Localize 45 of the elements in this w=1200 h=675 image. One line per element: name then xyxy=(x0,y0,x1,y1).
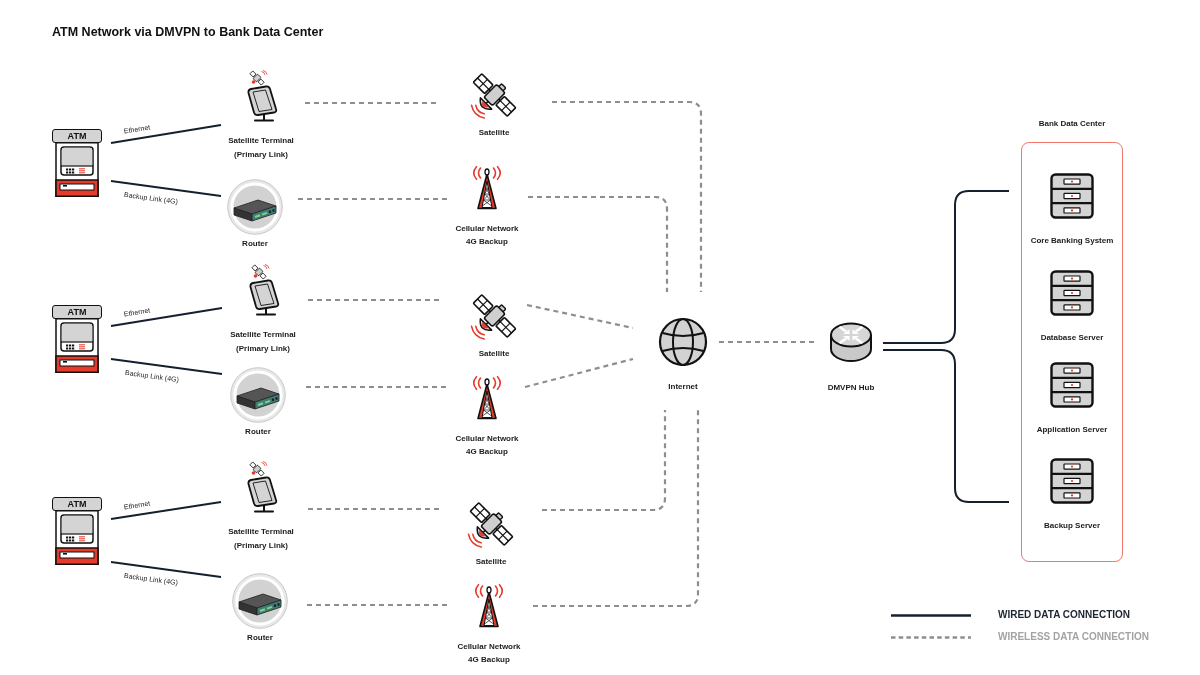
solid-connector xyxy=(110,358,223,375)
node-label: Satellite xyxy=(475,556,507,568)
legend-label: WIRED DATA CONNECTION xyxy=(998,609,1131,621)
node-label: Satellite Terminal (Primary Link) xyxy=(229,329,297,355)
dashed-connector xyxy=(526,303,634,330)
dashed-connector xyxy=(307,603,449,607)
diagram-title: ATM Network via DMVPN to Bank Data Center xyxy=(52,24,324,40)
solid-connector xyxy=(882,190,1010,344)
dashed-connector xyxy=(305,101,437,105)
dashed-connector xyxy=(308,298,440,302)
dashed-connector xyxy=(298,197,447,201)
solid-connector xyxy=(110,180,222,197)
dashed-connector xyxy=(524,357,634,389)
node-label: Router xyxy=(247,632,273,644)
node-label: Database Server xyxy=(1040,332,1104,344)
node-label: Cellular Network 4G Backup xyxy=(454,433,520,458)
node-label: Router xyxy=(242,238,268,250)
node-label: Satellite Terminal (Primary Link) xyxy=(227,135,295,161)
node-label: Satellite xyxy=(478,127,510,139)
atm-sign: ATM xyxy=(52,129,102,143)
node-label: Router xyxy=(245,426,271,438)
dashed-connector xyxy=(306,385,446,389)
legend-label: WIRELESS DATA CONNECTION xyxy=(998,631,1149,643)
dashed-connector xyxy=(308,507,440,511)
node-label: Bank Data Center xyxy=(1038,118,1106,130)
dashed-connector xyxy=(528,195,669,292)
dashed-connector xyxy=(533,410,700,608)
node-label: Cellular Network 4G Backup xyxy=(456,641,522,666)
node-label: Internet xyxy=(668,381,698,393)
node-label: Satellite Terminal (Primary Link) xyxy=(227,526,295,552)
node-label: Backup Server xyxy=(1044,520,1100,532)
solid-connector xyxy=(110,307,223,327)
node-label: Cellular Network 4G Backup xyxy=(454,223,520,248)
node-label: Core Banking System xyxy=(1030,235,1114,247)
atm-sign: ATM xyxy=(52,497,102,511)
solid-connector xyxy=(110,124,222,144)
dashed-connector xyxy=(552,100,703,292)
node-label: Satellite xyxy=(478,348,510,360)
solid-connector xyxy=(110,561,222,578)
solid-connector xyxy=(882,349,1010,503)
solid-connector xyxy=(110,501,222,520)
node-label: Application Server xyxy=(1036,424,1108,436)
dashed-connector xyxy=(542,410,667,512)
node-label: DMVPN Hub xyxy=(827,382,875,394)
atm-sign: ATM xyxy=(52,305,102,319)
